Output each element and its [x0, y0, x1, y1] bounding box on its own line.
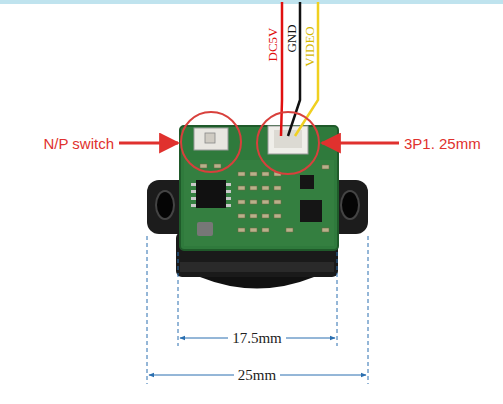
- signal-name: DC5V: [266, 27, 279, 61]
- ic-chip: [196, 180, 226, 208]
- pcb-board: [180, 126, 338, 250]
- microphone: [197, 222, 213, 236]
- top-band: [0, 0, 503, 4]
- highlight-circle: [181, 112, 241, 172]
- np-switch: [194, 128, 228, 150]
- signal-name: GND: [284, 24, 297, 52]
- connector-3p: [268, 126, 308, 154]
- dimension-text: 17.5mm: [228, 330, 286, 347]
- highlight-circle: [257, 112, 319, 174]
- wires: [281, 2, 318, 136]
- callout-arrow: [119, 142, 178, 145]
- signal-name: VIDEO: [303, 26, 316, 66]
- callout-label: 3P1. 25mm: [404, 136, 481, 151]
- dimension-extension-lines: [147, 236, 368, 384]
- callout-arrow: [322, 142, 399, 145]
- ic-chip: [300, 200, 322, 222]
- callout-label: N/P switch: [43, 136, 114, 151]
- dimension-text: 25mm: [234, 367, 280, 384]
